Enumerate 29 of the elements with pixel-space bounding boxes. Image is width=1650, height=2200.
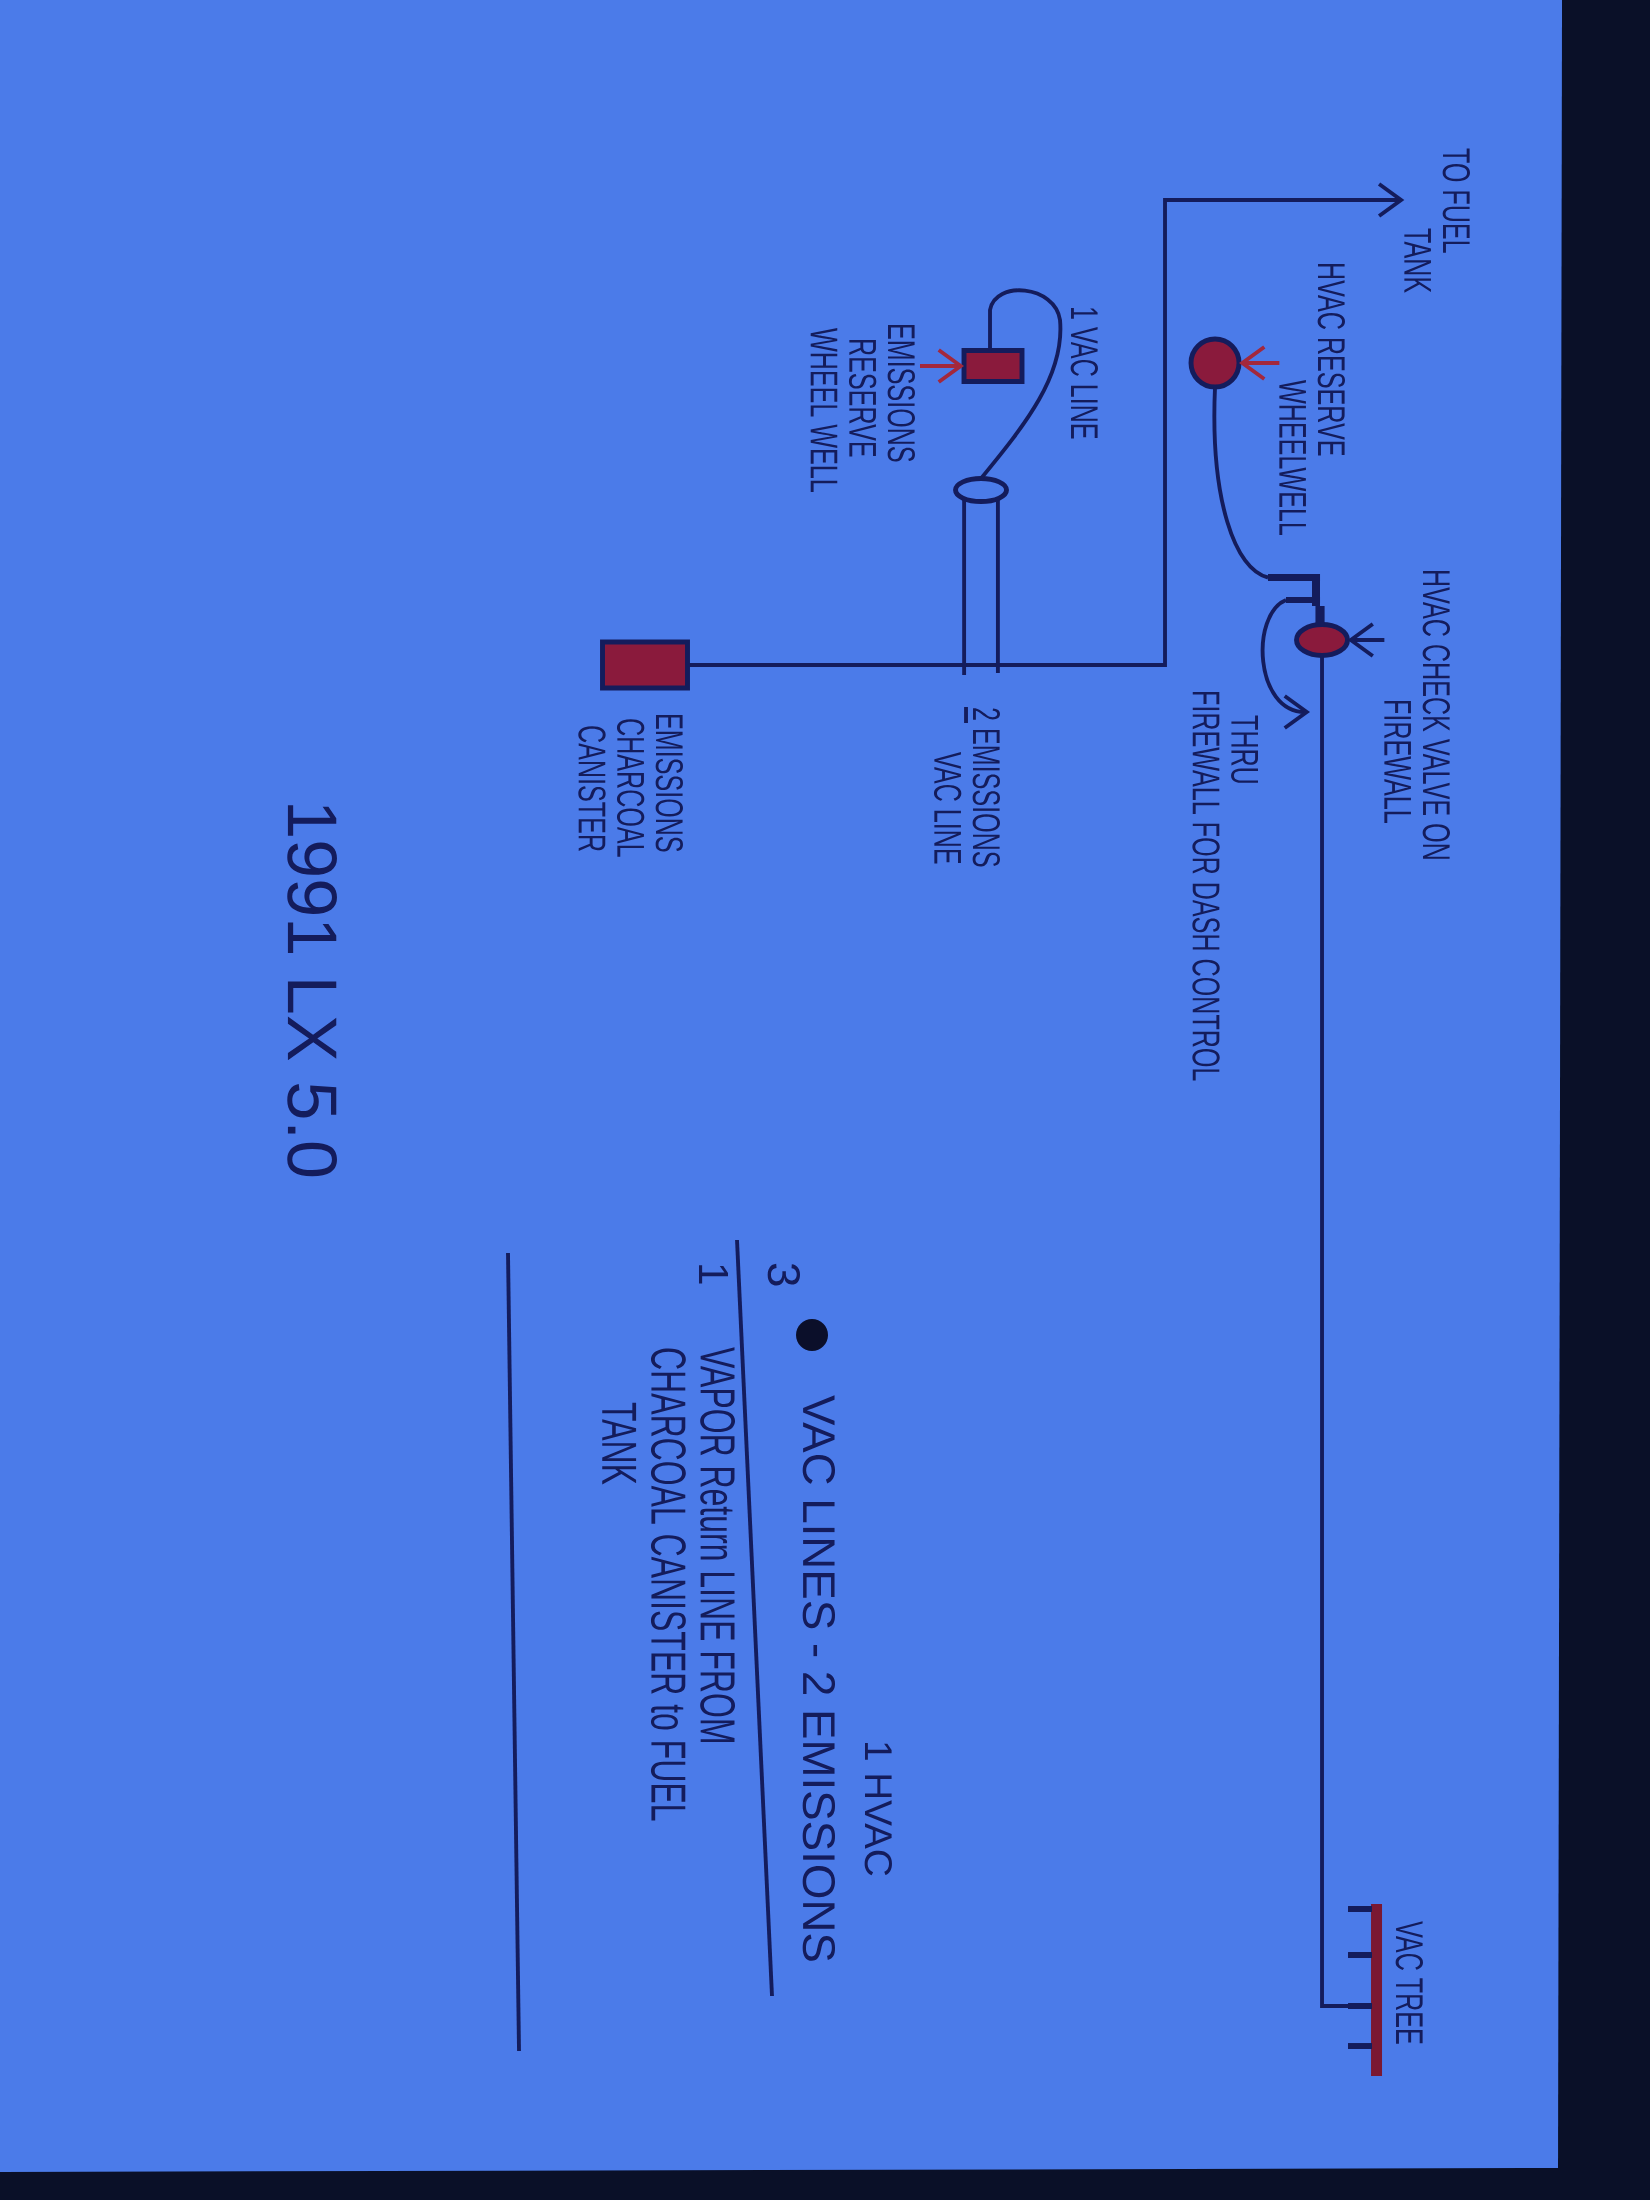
line-label: 1 VAC LINE xyxy=(1070,307,1098,439)
hose-line xyxy=(1212,386,1269,580)
vacuum-tree xyxy=(1348,1904,1382,2076)
hose-line xyxy=(979,288,1063,480)
curved-arrow xyxy=(1260,598,1310,730)
caption-text: 1991 LX 5.0 xyxy=(287,805,337,1177)
text-label: HVAC RESERVE WHEELWELL xyxy=(1279,264,1345,536)
note-text: VAC LINES - 2 EMISSIONS xyxy=(802,1395,836,1961)
line-arrow xyxy=(687,182,1405,667)
number-label: 3 xyxy=(767,1263,800,1286)
line-label: 2 EMISSIONS VAC LINE xyxy=(933,707,1000,867)
caption-text: VAC TREE xyxy=(1395,1921,1423,2044)
hose-line xyxy=(1315,606,1325,625)
hose-line xyxy=(962,498,967,675)
text-label: HVAC CHECK VALVE ON FIREWALL xyxy=(1384,571,1450,859)
note-text: THRU FIREWALL FOR DASH CONTROL xyxy=(1192,692,1258,1081)
hose-line xyxy=(995,498,1000,673)
text-label: EMISSIONS RESERVE WHEEL WELL xyxy=(810,325,915,492)
hose-end-ring xyxy=(953,476,1009,504)
hose-line xyxy=(1320,655,1348,2008)
note-text: VAPOR Return LINE FROM CHARCOAL CANISTER to FUEL TANK xyxy=(602,1347,736,1821)
caption-text: EMISSIONS CHARCOAL CANISTER xyxy=(578,715,683,857)
reservoir-circle xyxy=(1188,336,1242,390)
reservoir-box xyxy=(961,348,1025,384)
canister-box xyxy=(600,639,690,691)
tee-fitting xyxy=(1268,574,1321,606)
note-text: 1 HVAC xyxy=(864,1742,892,1876)
number-label: 1 xyxy=(699,1265,728,1284)
text-label: TO FUEL TANK xyxy=(1404,148,1470,293)
